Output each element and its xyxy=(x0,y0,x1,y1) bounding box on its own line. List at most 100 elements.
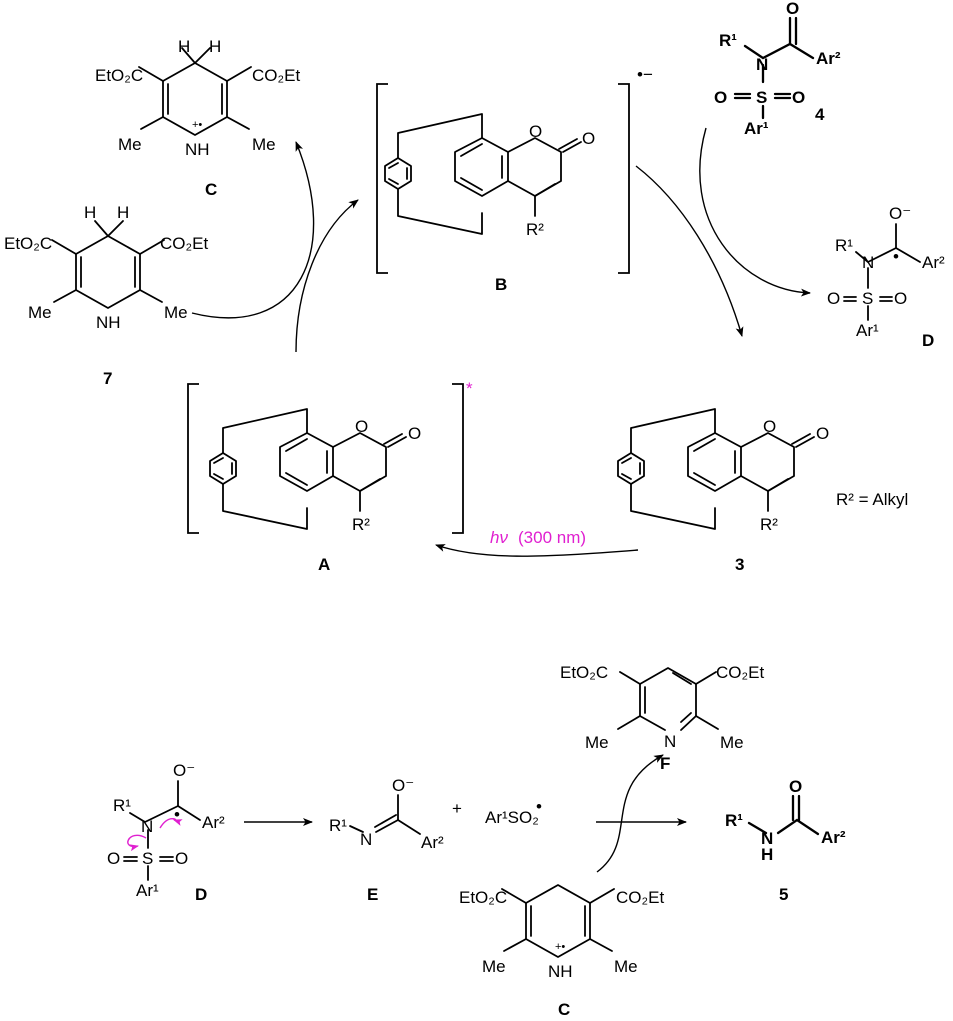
atom-Me: Me xyxy=(585,733,609,752)
atom-N: N xyxy=(360,830,372,849)
atom-N: N xyxy=(756,55,768,74)
atom-Ar2: Ar² xyxy=(202,813,225,832)
atom-EtO2C: EtO₂C xyxy=(459,888,507,907)
atom-CO2Et: CO₂Et xyxy=(160,234,208,253)
label-E: E xyxy=(367,885,378,904)
r2-alkyl-definition: R² = Alkyl xyxy=(836,490,908,509)
atom-Ar1: Ar¹ xyxy=(136,881,159,900)
atom-O: O xyxy=(107,849,120,868)
atom-Me: Me xyxy=(28,303,52,322)
atom-O: O xyxy=(714,88,727,107)
atom-S: S xyxy=(756,88,767,107)
atom-NH: NH xyxy=(185,140,210,159)
atom-R2: R² xyxy=(760,515,778,534)
cycle-arrows: hν (300 nm) xyxy=(191,127,811,557)
atom-R1: R¹ xyxy=(835,236,853,255)
atom-O: O xyxy=(582,129,595,148)
compound-C-top: H H EtO₂C CO₂Et Me Me +• NH C xyxy=(95,37,300,199)
atom-O: O xyxy=(827,289,840,308)
atom-H: H xyxy=(209,37,221,56)
sulfonyl-radical: Ar¹SO₂ xyxy=(485,808,539,827)
label-D-bottom: D xyxy=(195,885,207,904)
atom-O: O xyxy=(763,417,776,436)
radical-dot: • xyxy=(893,247,899,266)
hv-wavelength: (300 nm) xyxy=(518,528,586,547)
atom-Me: Me xyxy=(482,957,506,976)
atom-Ar1: Ar¹ xyxy=(856,321,879,340)
atom-O: O xyxy=(792,88,805,107)
atom-N: N xyxy=(862,253,874,272)
atom-R1: R¹ xyxy=(113,796,131,815)
atom-O: O xyxy=(529,122,542,141)
label-C: C xyxy=(205,180,217,199)
atom-Ominus: O⁻ xyxy=(173,761,195,780)
atom-Ominus: O⁻ xyxy=(392,776,414,795)
plus-sign: + xyxy=(452,799,462,818)
atom-N: N xyxy=(664,732,676,751)
atom-Me: Me xyxy=(118,135,142,154)
excited-state-mark: * xyxy=(466,379,473,398)
label-4: 4 xyxy=(815,105,825,124)
radical-anion-B: O O R² •− B xyxy=(376,65,653,294)
atom-CO2Et: CO₂Et xyxy=(252,66,300,85)
compound-C-bottom: EtO₂C CO₂Et Me Me +• NH C xyxy=(459,884,664,1019)
atom-Me: Me xyxy=(614,957,638,976)
atom-Ar2: Ar² xyxy=(816,49,841,68)
atom-EtO2C: EtO₂C xyxy=(95,66,143,85)
atom-O: O xyxy=(408,424,421,443)
atom-Me: Me xyxy=(720,733,744,752)
atom-O: O xyxy=(175,849,188,868)
atom-H: H xyxy=(178,37,190,56)
label-B: B xyxy=(495,275,507,294)
compound-7: H H EtO₂C CO₂Et Me Me NH 7 xyxy=(4,203,208,388)
compound-4: O R¹ N Ar² O S O Ar¹ 4 xyxy=(714,0,841,138)
hv-label: hν xyxy=(490,528,508,547)
excited-state-A: O O R² * A xyxy=(187,379,473,574)
atom-Ar2: Ar² xyxy=(421,833,444,852)
amide-5: O R¹ N H Ar² 5 xyxy=(725,777,846,904)
atom-NH: NH xyxy=(548,962,573,981)
radical-dot: • xyxy=(536,797,542,816)
radical-anion-mark: •− xyxy=(637,65,653,84)
label-7: 7 xyxy=(103,369,112,388)
atom-Me: Me xyxy=(252,135,276,154)
arrow-C-to-F xyxy=(596,754,664,873)
label-3: 3 xyxy=(735,555,744,574)
radical-D-top: O⁻ R¹ N • Ar² O S O Ar¹ D xyxy=(827,204,945,350)
atom-O: O xyxy=(816,424,829,443)
label-5: 5 xyxy=(779,885,788,904)
atom-EtO2C: EtO₂C xyxy=(4,234,52,253)
pyridine-F: EtO₂C CO₂Et Me Me N F xyxy=(560,663,764,773)
atom-H: H xyxy=(117,203,129,222)
radical-cation-mark: +• xyxy=(192,119,202,131)
label-F: F xyxy=(660,754,670,773)
atom-O: O xyxy=(786,0,799,18)
atom-O: O xyxy=(789,777,802,796)
imidate-E: O⁻ R¹ N Ar² E xyxy=(329,776,444,904)
radical-D-bottom: O⁻ R¹ N • Ar² O S O Ar¹ D xyxy=(107,761,225,904)
atom-R1: R¹ xyxy=(329,816,347,835)
atom-S: S xyxy=(862,289,873,308)
atom-Ar2: Ar² xyxy=(922,253,945,272)
atom-S: S xyxy=(142,849,153,868)
atom-N: N xyxy=(761,829,773,848)
atom-Ominus: O⁻ xyxy=(889,204,911,223)
atom-EtO2C: EtO₂C xyxy=(560,663,608,682)
atom-NH: NH xyxy=(96,313,121,332)
label-D: D xyxy=(922,331,934,350)
atom-H: H xyxy=(761,845,773,864)
label-C-bottom: C xyxy=(558,1000,570,1019)
atom-R2: R² xyxy=(526,220,544,239)
atom-O: O xyxy=(894,289,907,308)
atom-H: H xyxy=(84,203,96,222)
atom-R1: R¹ xyxy=(725,811,743,830)
radical-dot: • xyxy=(174,805,180,824)
atom-R1: R¹ xyxy=(719,31,737,50)
label-A: A xyxy=(318,555,330,574)
atom-R2: R² xyxy=(352,515,370,534)
atom-CO2Et: CO₂Et xyxy=(716,663,764,682)
atom-Me: Me xyxy=(164,303,188,322)
radical-cation-mark: +• xyxy=(555,941,565,953)
atom-Ar1: Ar¹ xyxy=(744,119,769,138)
